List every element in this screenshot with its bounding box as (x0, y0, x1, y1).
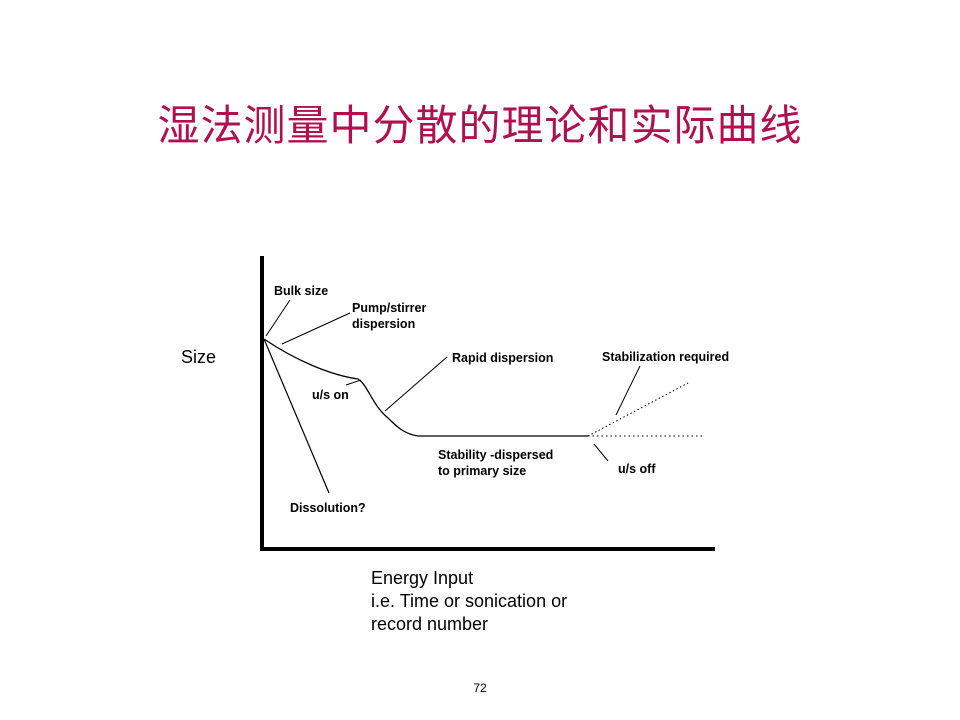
label-dissolution: Dissolution? (290, 501, 366, 515)
page-number: 72 (473, 681, 487, 695)
label-us-off: u/s off (618, 462, 656, 476)
leader-stabilization (615, 365, 641, 416)
label-pump-stirrer-line1: Pump/stirrer (352, 301, 426, 315)
label-us-on: u/s on (312, 388, 349, 402)
label-bulk-size: Bulk size (274, 284, 328, 298)
slide-title: 湿法测量中分散的理论和实际曲线 (157, 101, 803, 150)
leader-us-off (593, 443, 609, 462)
label-stability-line1: Stability -dispersed (438, 448, 553, 462)
label-rapid-dispersion: Rapid dispersion (452, 351, 553, 365)
leader-rapid-dispersion (384, 356, 448, 412)
label-pump-stirrer-line2: dispersion (352, 317, 415, 331)
label-pump-stirrer: Pump/stirrer dispersion (352, 301, 430, 331)
label-stabilization-required: Stabilization required (602, 350, 729, 364)
dispersion-curve (263, 338, 588, 437)
reagglomeration-dotted (587, 382, 689, 437)
label-stability-line2: to primary size (438, 464, 526, 478)
label-stability: Stability -dispersed to primary size (438, 448, 557, 478)
x-axis-label-line3: record number (371, 614, 488, 634)
y-axis-label: Size (181, 347, 216, 367)
dissolution-curve (263, 338, 330, 494)
leader-us-on (345, 379, 362, 386)
x-axis-label: Energy Input i.e. Time or sonication or … (371, 568, 572, 634)
x-axis-label-line1: Energy Input (371, 568, 473, 588)
x-axis-label-line2: i.e. Time or sonication or (371, 591, 567, 611)
leader-pump-stirrer (281, 312, 351, 345)
leader-bulk-size (265, 299, 291, 337)
